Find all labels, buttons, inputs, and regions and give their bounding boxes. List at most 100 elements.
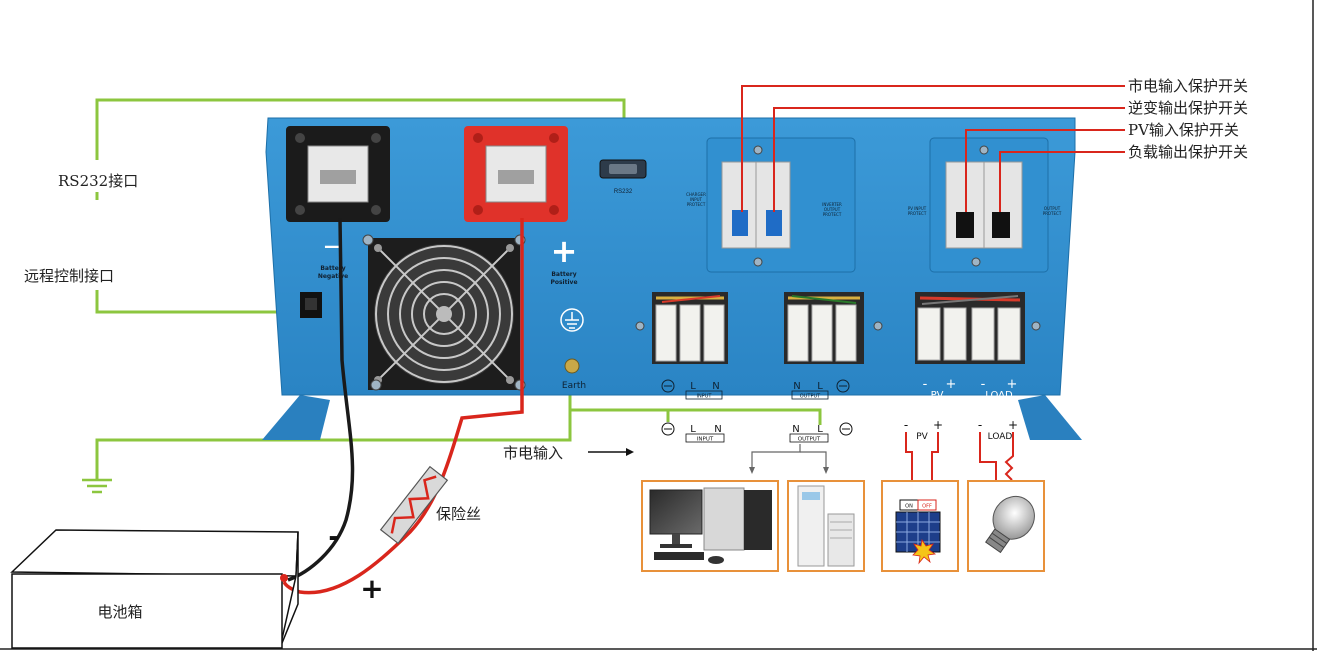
panel-screw [1031,321,1041,331]
inverter-protect-label: OUTPUT [824,207,841,212]
left-foot [262,395,330,440]
right-foot [1018,395,1082,440]
rs232-port[interactable] [599,159,647,179]
inverter-output-callout-line [773,107,1125,212]
panel-screw [635,321,645,331]
svg-text:+: + [1008,418,1018,432]
svg-text:-: - [978,418,982,432]
panel-screw [873,321,883,331]
panel-pv-load-labels: - + PV - + LOAD [923,377,1018,401]
svg-text:L: L [690,381,696,392]
input-terminal-block[interactable] [652,292,728,364]
computer-appliance [641,480,779,572]
svg-text:PV: PV [931,390,944,401]
load-output-breaker-callout: 负载输出保护开关 [1128,143,1248,161]
panel-input-labels: L N INPUT [661,379,723,400]
svg-text:L: L [817,424,823,435]
svg-text:N: N [714,424,721,435]
svg-text:PV: PV [916,432,928,442]
solar-panel-appliance: ON OFF [881,480,959,572]
battery-minus-sign: - [328,520,340,553]
panel-output-labels: N L OUTPUT [791,379,850,400]
earth-label: Earth [562,381,586,391]
load-output-callout-line [999,151,1125,212]
svg-text:L: L [690,424,696,435]
battery-plus-sign: + [360,572,383,605]
output-terminal-block[interactable] [784,292,864,364]
svg-text:N: N [793,381,800,392]
remote-control-callout: 远程控制接口 [24,267,114,285]
svg-text:LOAD: LOAD [988,432,1013,442]
svg-text:OUTPUT: OUTPUT [798,437,821,443]
svg-text:+: + [946,377,957,392]
svg-text:-: - [923,377,928,392]
air-conditioner-appliance [787,480,865,572]
remote-control-port[interactable] [300,292,322,318]
inverter-protect-label: PROTECT [823,212,842,217]
rs232-callout: RS232接口 [58,172,138,190]
charger-protect-label: PROTECT [687,202,706,207]
sun-icon [912,538,937,565]
remote-control-wire [95,290,310,314]
load-protect-label: PROTECT [1043,211,1062,216]
svg-text:INPUT: INPUT [697,437,714,443]
solar-off-label: OFF [922,504,932,510]
svg-text:N: N [712,381,719,392]
rs232-panel-label: RS232 [614,189,633,195]
pv-load-breaker-box: PV INPUT PROTECT OUTPUT PROTECT [908,137,1062,273]
below-output-labels: N L OUTPUT [789,422,853,443]
battery-negative-label-2: Negative [318,273,348,280]
pv-input-breaker-callout: PV输入保护开关 [1128,121,1239,139]
battery-box [10,529,299,649]
battery-positive-label-1: Battery [551,271,576,278]
inverter-panel: RS232 — Battery Negative + Battery Posit… [262,117,1082,440]
battery-negative-label-1: Battery [320,265,345,272]
ground-symbol-icon [82,478,112,494]
panel-screw [362,234,374,246]
battery-negative-terminal[interactable] [286,126,390,222]
earth-symbol-icon [560,308,584,332]
negative-symbol: — [324,236,342,257]
svg-text:INPUT: INPUT [697,394,713,400]
light-bulb-appliance [967,480,1045,572]
charger-protect-label: CHARGER [686,192,706,197]
charger-protect-label: INPUT [690,197,703,202]
light-bulb-icon [985,495,1035,554]
pv-input-callout-line [965,129,1125,212]
pv-input-breaker-switch[interactable] [956,212,974,238]
earth-bolt[interactable] [564,358,580,374]
pv-load-red-wires [905,432,1014,481]
svg-text:+: + [933,418,943,432]
battery-box-label: 电池箱 [97,603,142,621]
pv-protect-label: PV INPUT [908,206,927,211]
svg-text:N: N [792,424,799,435]
grid-input-callout-line [741,85,1125,212]
earth-wire [95,368,572,480]
battery-negative-cable [287,217,355,582]
output-split-lines [749,444,829,474]
positive-symbol: + [551,232,578,270]
fuse-icon [379,465,449,545]
pv-load-terminal-block[interactable] [915,292,1025,364]
cooling-fan [368,238,520,390]
inverter-output-breaker-switch[interactable] [766,210,782,236]
grid-input-breaker-callout: 市电输入保护开关 [1128,77,1248,95]
grid-input-breaker-switch[interactable] [732,210,748,236]
below-pv-load-labels: - + PV - + LOAD [904,418,1018,442]
callout-lines [741,85,1125,212]
grid-inverter-breaker-box: CHARGER INPUT PROTECT INVERTER OUTPUT PR… [686,137,856,273]
grid-input-arrow [588,448,634,456]
battery-positive-label-2: Positive [550,279,577,286]
svg-text:+: + [1007,377,1018,392]
load-protect-label: OUTPUT [1044,206,1061,211]
below-input-labels: L N INPUT [661,422,725,443]
solar-on-label: ON [905,504,913,510]
svg-text:L: L [817,381,823,392]
panel-screw [370,379,382,391]
battery-positive-terminal[interactable] [464,126,568,222]
pv-protect-label: PROTECT [908,211,927,216]
svg-text:OUTPUT: OUTPUT [800,394,821,400]
load-output-breaker-switch[interactable] [992,212,1010,238]
fuse-callout: 保险丝 [436,505,481,523]
